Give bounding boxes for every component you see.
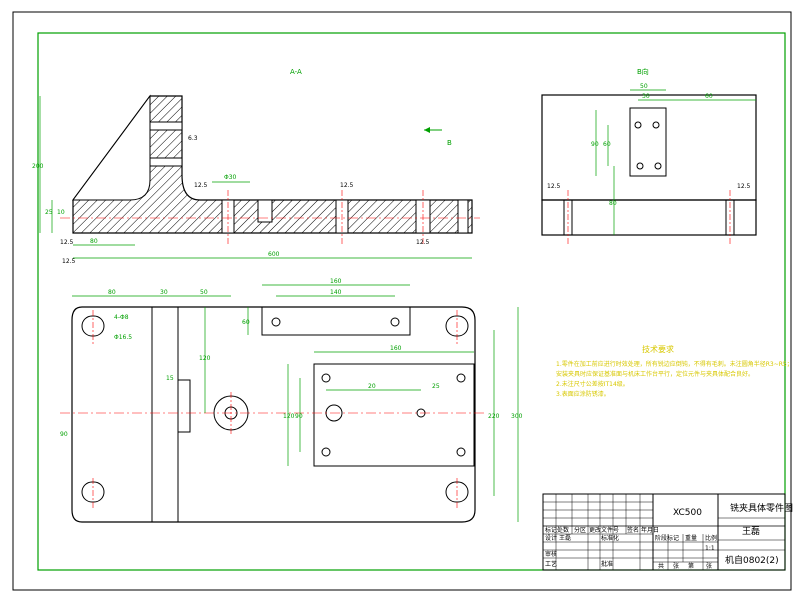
dim-plan-left-1: 120	[199, 355, 211, 362]
rough-aa-4: 12.5	[60, 239, 74, 246]
dim-b-2: 30	[642, 93, 650, 100]
plan-outline	[71, 306, 476, 523]
view-b-title: B向	[637, 67, 649, 76]
note-line-2: 安装夹具时应保证基准面与机床工作台平行，定位元件与夹具体配合良好。	[556, 370, 754, 378]
tb-part-no: XC500	[673, 508, 702, 518]
tb-stage-mark: 阶段标记	[655, 534, 679, 542]
aa-vert-hole-1	[149, 121, 183, 131]
dim-plan-small: 15	[166, 375, 174, 382]
dim-aa-left-small: 25	[45, 209, 53, 216]
title-block: XC500 铣夹具体零件图 王磊 机自0802(2) 标记 处数 分区 更改文件…	[542, 493, 793, 571]
tb-designer: 王磊	[559, 535, 571, 542]
section-aa-title: A-A	[290, 68, 302, 76]
section-aa-rib	[72, 94, 151, 201]
tb-r-check: 审核	[545, 550, 557, 558]
tb-sheet-total: 共	[658, 562, 664, 570]
dim-aa-left-small2: 10	[57, 209, 65, 216]
dim-aa-height: 200	[32, 163, 44, 170]
tb-weight: 重量	[685, 534, 697, 542]
dim-plan-mid-2: 120	[283, 413, 295, 420]
b-plate	[629, 107, 667, 177]
dim-plan-hole-1: 4-Φ8	[114, 314, 129, 321]
dim-b-1: 50	[640, 83, 648, 90]
plan-top-plate	[261, 306, 411, 336]
dim-b-5: 60	[603, 141, 611, 148]
plan-view: 80 30 50 160 140 120 60 300 220 160 120 …	[60, 278, 523, 523]
dim-plan-side: 90	[60, 431, 68, 438]
note-line-3: 2.未注尺寸公差按IT14级。	[556, 380, 629, 388]
dim-plan-mid-3: 90	[295, 413, 303, 420]
tb-h-doc: 更改文件号	[589, 526, 619, 534]
technical-notes: 技术要求 1.零件在加工前应进行时效处理，所有锐边应倒钝，不得有毛刺。未注圆角半…	[556, 344, 793, 398]
tb-ratio: 比例	[705, 534, 717, 542]
dim-plan-mid-1: 160	[390, 345, 402, 352]
dim-plan-right-1: 300	[511, 413, 523, 420]
tb-h-count: 处数	[557, 526, 569, 534]
aa-base-slot-2	[257, 199, 273, 223]
tb-r-approve: 批准	[601, 560, 613, 568]
dim-aa-base-left: 80	[90, 238, 98, 245]
dim-b-6: 80	[609, 200, 617, 207]
outer-frame	[12, 11, 792, 591]
tb-sheet-no: 第	[688, 562, 694, 570]
tb-scale: 1:1	[705, 545, 715, 552]
rough-aa-3: 12.5	[416, 239, 430, 246]
rough-aa-1: 12.5	[194, 182, 208, 189]
b-outline-base	[541, 199, 757, 236]
dim-plan-1: 80	[108, 289, 116, 296]
tb-r-std: 标准化	[601, 534, 619, 542]
dim-plan-hole-2: Φ16.5	[114, 334, 132, 341]
dim-plan-left-2: 60	[242, 319, 250, 326]
tb-school: 机自0802(2)	[725, 554, 779, 566]
tb-r-process: 工艺	[545, 560, 557, 568]
dim-b-4: 90	[591, 141, 599, 148]
rough-aa-2: 12.5	[340, 182, 354, 189]
tb-h-date: 年月日	[641, 526, 659, 534]
dim-aa-base-total: 600	[268, 251, 280, 258]
notes-title: 技术要求	[642, 344, 674, 354]
tb-sheet-of-2: 张	[706, 562, 712, 570]
tb-designer-right: 王磊	[742, 526, 760, 537]
dim-plan-top-2: 140	[330, 289, 342, 296]
aa-base-slot-5	[457, 199, 469, 234]
rough-b-2: 12.5	[737, 183, 751, 190]
dim-plan-top-1: 160	[330, 278, 342, 285]
note-line-1: 1.零件在加工前应进行时效处理，所有锐边应倒钝，不得有毛刺。未注圆角半径R3~R…	[556, 360, 793, 368]
tb-h-zone: 分区	[574, 526, 586, 534]
inner-frame	[37, 32, 786, 571]
tb-sheet-of: 张	[673, 562, 679, 570]
plan-center-plate	[313, 363, 475, 467]
dim-aa-slot: Φ30	[224, 174, 237, 181]
dim-plan-mid-4: 20	[368, 383, 376, 390]
rough-aa-6: 12.5	[62, 258, 76, 265]
arrow-b-label: B	[447, 139, 452, 147]
dim-plan-3: 50	[200, 289, 208, 296]
tb-h-mark: 标记	[545, 526, 557, 534]
rough-b-1: 12.5	[547, 183, 561, 190]
tb-r-design: 设计	[545, 534, 557, 542]
tb-h-sign: 签名	[627, 526, 639, 534]
aa-vert-hole-2	[149, 157, 183, 167]
note-line-4: 3.表面应涂防锈漆。	[556, 390, 610, 398]
dim-plan-2: 30	[160, 289, 168, 296]
dim-plan-mid-5: 25	[432, 383, 440, 390]
view-b: B向 50 30 60 90 60 80 12.5 12.5	[541, 67, 757, 245]
b-outline-top	[541, 94, 757, 201]
tb-drawing-name: 铣夹具体零件图	[730, 502, 793, 514]
dim-plan-right-2: 220	[488, 413, 500, 420]
section-aa-view: A-A 200 25 10 80 600 Φ30 12.5 12.5 12.5	[32, 68, 480, 265]
dim-b-3: 60	[705, 93, 713, 100]
rough-aa-5: 6.3	[188, 135, 198, 142]
